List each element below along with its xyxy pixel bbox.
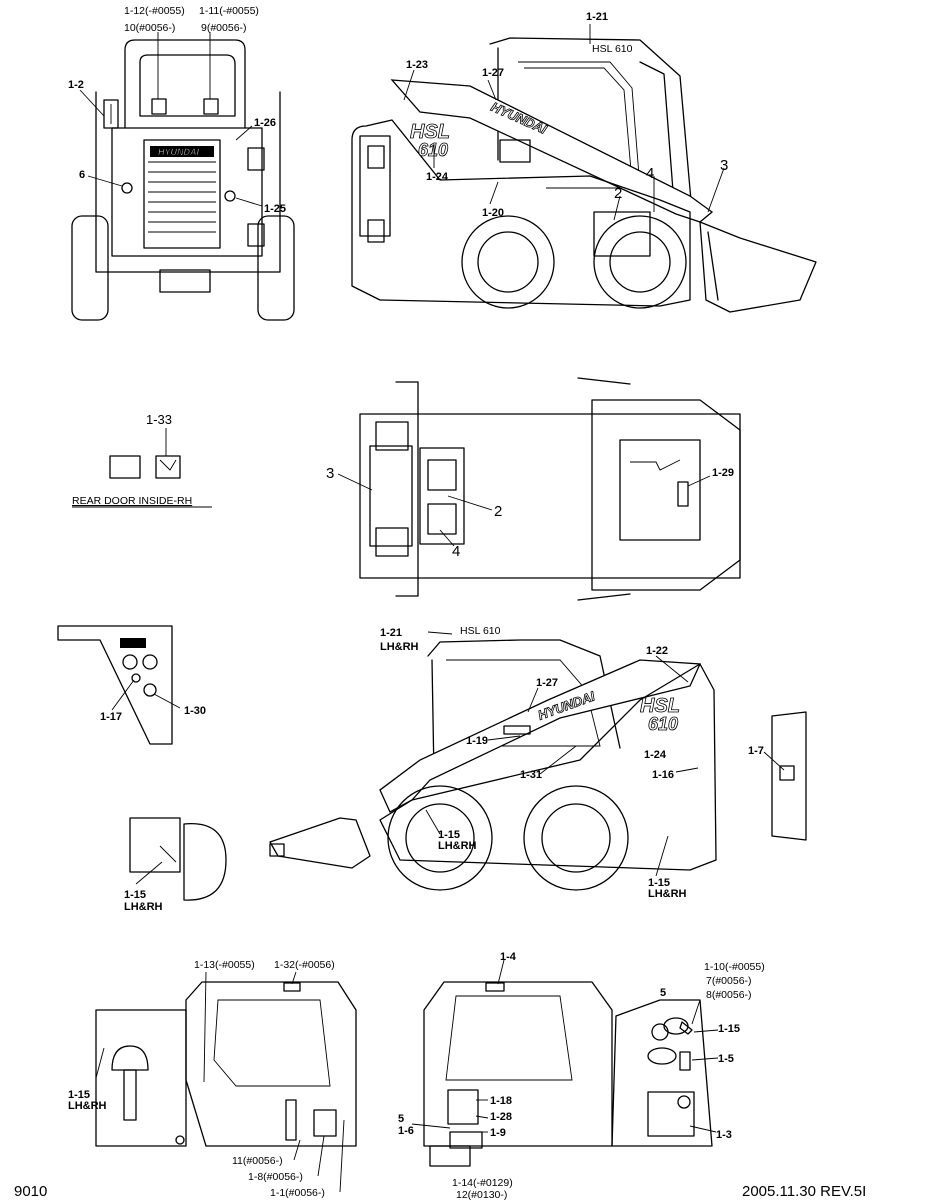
- label: 1-15: [124, 889, 146, 901]
- cab-tag: HSL 610: [592, 43, 633, 55]
- label: 1-8(#0056-): [248, 1171, 303, 1183]
- label: 1-12(-#0055): [124, 5, 185, 17]
- control-panel-detail: 1-17 1-30: [57, 625, 206, 745]
- label: 1-23: [406, 59, 428, 71]
- rear-door-inside-view: 1-33 REAR DOOR INSIDE-RH: [72, 412, 212, 508]
- label: 1-6: [398, 1125, 414, 1137]
- label: 1-1(#0056-): [270, 1187, 325, 1199]
- label: 1-32(-#0056): [274, 959, 335, 971]
- label: 5: [660, 987, 666, 999]
- label: 2: [494, 503, 502, 520]
- label: 3: [326, 465, 334, 482]
- model-decal-lh: 610: [648, 714, 678, 734]
- label: 1-17: [100, 711, 122, 723]
- label: LH&RH: [68, 1100, 107, 1112]
- label: 1-10(-#0055): [704, 961, 765, 973]
- cab-tag-lh: HSL 610: [460, 625, 501, 637]
- label: 1-7: [748, 745, 764, 757]
- label: 1-31: [520, 769, 542, 781]
- label: 1-24: [644, 749, 667, 761]
- label: 1-21: [586, 11, 608, 23]
- door-label: 1-33: [146, 412, 172, 427]
- footer-revision: 2005.11.30 REV.5I: [742, 1183, 866, 1200]
- label: LH&RH: [380, 641, 419, 653]
- label: LH&RH: [438, 840, 477, 852]
- model-decal: 610: [418, 140, 448, 160]
- label: 9(#0056-): [201, 22, 247, 34]
- label: LH&RH: [124, 901, 163, 913]
- label: 11(#0056-): [232, 1155, 283, 1167]
- label: 1-13(-#0055): [194, 959, 255, 971]
- label: 8(#0056-): [706, 989, 752, 1001]
- label: 1-27: [536, 677, 558, 689]
- label: 1-15: [648, 877, 670, 889]
- label: LH&RH: [648, 888, 687, 900]
- label: 1-20: [482, 207, 504, 219]
- wheel-detail: 1-15 LH&RH: [124, 817, 227, 913]
- label: 1-3: [716, 1129, 732, 1141]
- label: 1-9: [490, 1127, 506, 1139]
- label: 2: [614, 185, 622, 202]
- label: 7(#0056-): [706, 975, 752, 987]
- footer-page-code: 9010: [14, 1183, 47, 1200]
- label: 1-5: [718, 1053, 734, 1065]
- label: 1-4: [500, 951, 517, 963]
- label: 10(#0056-): [124, 22, 175, 34]
- side-view-left: HYUNDAI HSL 610 1-21 HSL 610 LH&RH 1-22 …: [269, 625, 807, 900]
- label: 12(#0130-): [456, 1189, 507, 1200]
- label: 1-15: [68, 1089, 90, 1101]
- door-caption: REAR DOOR INSIDE-RH: [72, 495, 192, 507]
- rear-view: HYUNDAI 1-12(-#0055) 10(#0056-) 1-11(-#0…: [68, 5, 295, 321]
- label: 1-18: [490, 1095, 512, 1107]
- label: 1-22: [646, 645, 668, 657]
- top-view: 3 2 4 1-29: [326, 377, 741, 601]
- label: 1-11(-#0055): [199, 5, 259, 17]
- rear-logo: HYUNDAI: [158, 147, 200, 157]
- label: 4: [646, 165, 654, 182]
- cab-side-panel: 1-10(-#0055) 7(#0056-) 8(#0056-) 5 1-15 …: [611, 961, 765, 1147]
- label: 1-2: [68, 79, 84, 91]
- label: 4: [452, 543, 460, 560]
- label: 1-19: [466, 735, 488, 747]
- label: 3: [720, 157, 728, 174]
- label: 1-29: [712, 467, 734, 479]
- label: 1-25: [264, 203, 286, 215]
- side-view-right: HYUNDAI HSL 610 1-21 HSL 610 1-23 1-27 1…: [351, 11, 817, 313]
- label: 5: [398, 1113, 404, 1125]
- label: 1-27: [482, 67, 504, 79]
- label: 1-14(-#0129): [452, 1177, 513, 1189]
- cab-interior-right: 1-4 1-18 5 1-6 1-28 1-9 1-14(-#0129) 12(…: [398, 951, 613, 1200]
- brand-decal: HSL: [410, 121, 450, 143]
- label: 1-24: [426, 171, 449, 183]
- label: 1-15: [718, 1023, 740, 1035]
- label: 1-30: [184, 705, 206, 717]
- cab-interior-left: 1-13(-#0055) 1-32(-#0056) 1-15 LH&RH 11(…: [68, 959, 357, 1199]
- label: 1-26: [254, 117, 276, 129]
- brand-decal-lh: HSL: [640, 695, 680, 717]
- cab-window-grid: [518, 61, 641, 189]
- label: 1-16: [652, 769, 674, 781]
- label: 1-28: [490, 1111, 512, 1123]
- label: 1-15: [438, 829, 460, 841]
- label: 1-21: [380, 627, 402, 639]
- label: 6: [79, 169, 85, 181]
